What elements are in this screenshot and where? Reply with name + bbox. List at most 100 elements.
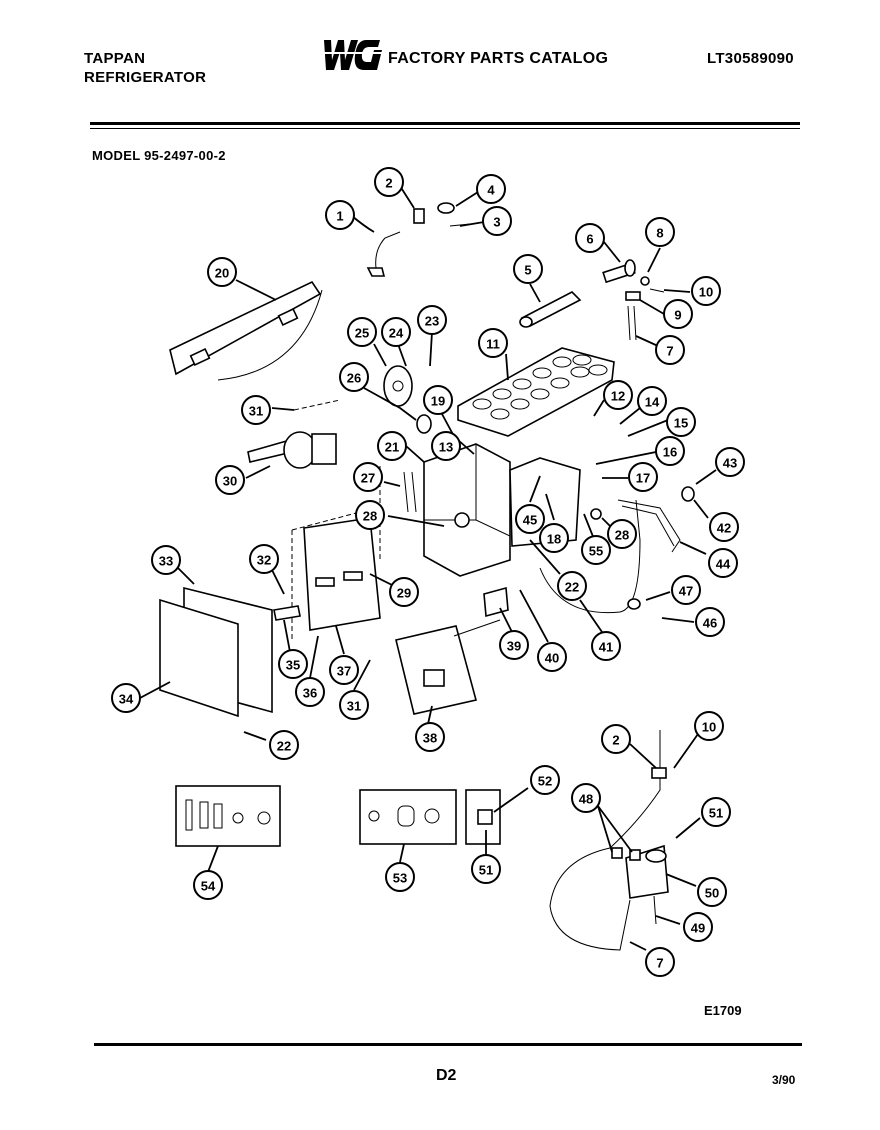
callout-23: 23 [417, 305, 447, 335]
callout-18: 18 [539, 523, 569, 553]
callout-43: 43 [715, 447, 745, 477]
callout-label: 31 [347, 699, 361, 714]
callout-label: 22 [277, 739, 291, 754]
callout-label: 52 [538, 774, 552, 789]
callout-label: 11 [486, 337, 500, 352]
callout-label: 43 [723, 456, 737, 471]
callout-label: 55 [589, 544, 603, 559]
callout-label: 23 [425, 314, 439, 329]
callout-6: 6 [575, 223, 605, 253]
callout-9: 9 [663, 299, 693, 329]
callout-40: 40 [537, 642, 567, 672]
header-rule [90, 122, 800, 125]
product-type: REFRIGERATOR [84, 69, 207, 86]
callout-1: 1 [325, 200, 355, 230]
callout-label: 37 [337, 664, 351, 679]
callout-label: 17 [636, 471, 650, 486]
callout-label: 28 [615, 528, 629, 543]
callout-label: 15 [674, 416, 688, 431]
catalog-title: FACTORY PARTS CATALOG [388, 50, 609, 67]
callout-2: 2 [374, 167, 404, 197]
callout-label: 27 [361, 471, 375, 486]
callout-label: 50 [705, 886, 719, 901]
callout-27: 27 [353, 462, 383, 492]
callout-label: 25 [355, 326, 369, 341]
callout-5: 5 [513, 254, 543, 284]
callout-label: 42 [717, 521, 731, 536]
callout-label: 41 [599, 640, 613, 655]
callout-2: 2 [601, 724, 631, 754]
callout-label: 34 [119, 692, 134, 707]
callout-label: 1 [336, 209, 343, 224]
callout-3: 3 [482, 206, 512, 236]
callout-label: 51 [709, 806, 723, 821]
callout-label: 53 [393, 871, 407, 886]
callout-label: 26 [347, 371, 361, 386]
callout-31: 31 [241, 395, 271, 425]
callout-7: 7 [655, 335, 685, 365]
drawing-code: E1709 [704, 1003, 742, 1018]
callout-16: 16 [655, 436, 685, 466]
callout-label: 10 [699, 285, 713, 300]
callout-37: 37 [329, 655, 359, 685]
callout-30: 30 [215, 465, 245, 495]
callout-label: 36 [303, 686, 317, 701]
callout-42: 42 [709, 512, 739, 542]
callout-21: 21 [377, 431, 407, 461]
callout-label: 2 [385, 176, 392, 191]
callout-label: 10 [702, 720, 716, 735]
header-rule-thin [90, 128, 800, 129]
callout-19: 19 [423, 385, 453, 415]
callout-label: 35 [286, 658, 300, 673]
callout-36: 36 [295, 677, 325, 707]
callout-label: 28 [363, 509, 377, 524]
wci-logo [322, 40, 384, 70]
callout-49: 49 [683, 912, 713, 942]
callout-label: 18 [547, 532, 561, 547]
callout-label: 8 [656, 226, 663, 241]
callout-48: 48 [571, 783, 601, 813]
callout-51: 51 [701, 797, 731, 827]
callout-14: 14 [637, 386, 667, 416]
callout-32: 32 [249, 544, 279, 574]
callout-label: 19 [431, 394, 445, 409]
footer-rule [94, 1043, 802, 1046]
callout-46: 46 [695, 607, 725, 637]
callout-label: 33 [159, 554, 173, 569]
callout-12: 12 [603, 380, 633, 410]
callout-50: 50 [697, 877, 727, 907]
part-drawings [159, 202, 695, 951]
callout-label: 46 [703, 616, 717, 631]
callout-7: 7 [645, 947, 675, 977]
callout-47: 47 [671, 575, 701, 605]
callout-53: 53 [385, 862, 415, 892]
callout-label: 45 [523, 513, 537, 528]
page-number: D2 [436, 1067, 457, 1084]
callout-label: 2 [612, 733, 619, 748]
callout-51: 51 [471, 854, 501, 884]
callout-label: 14 [645, 395, 660, 410]
callout-34: 34 [111, 683, 141, 713]
callout-17: 17 [628, 462, 658, 492]
callout-label: 31 [249, 404, 263, 419]
callout-label: 9 [674, 308, 681, 323]
callout-label: 49 [691, 921, 705, 936]
callout-45: 45 [515, 504, 545, 534]
callout-24: 24 [381, 317, 411, 347]
callout-label: 30 [223, 474, 237, 489]
callout-label: 39 [507, 639, 521, 654]
callout-label: 6 [586, 232, 593, 247]
brand-name: TAPPAN [84, 50, 146, 67]
callout-54: 54 [193, 870, 223, 900]
callout-4: 4 [476, 174, 506, 204]
callout-label: 54 [201, 879, 216, 894]
callout-label: 44 [716, 557, 731, 572]
callout-8: 8 [645, 217, 675, 247]
callout-label: 47 [679, 584, 693, 599]
callout-10: 10 [694, 711, 724, 741]
callout-label: 21 [385, 440, 399, 455]
callout-label: 48 [579, 792, 593, 807]
leader-lines [139, 185, 717, 951]
callout-label: 38 [423, 731, 437, 746]
